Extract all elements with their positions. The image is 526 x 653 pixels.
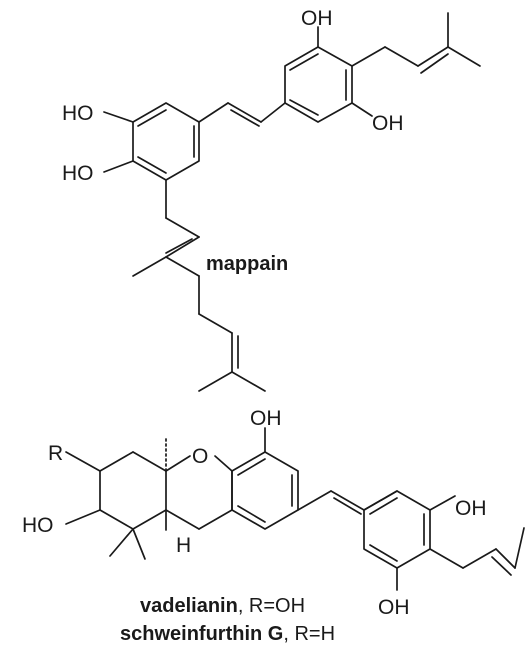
mappain-oh-right: OH [372, 112, 404, 135]
vadelianin-oh-top: OH [250, 407, 282, 430]
mappain-structure [103, 12, 481, 392]
vadelianin-label: vadelianin, R=OH [140, 595, 305, 617]
mappain-right-ring [284, 46, 353, 123]
vadelianin-ho: HO [22, 514, 54, 537]
mappain-oh-top: OH [301, 7, 333, 30]
vadelianin-r-group: R [48, 442, 63, 465]
schweinfurthin-label: schweinfurthin G, R=H [120, 623, 335, 645]
mappain-left-ring [132, 102, 200, 181]
mappain-ho-upper: HO [62, 102, 94, 125]
vadelianin-ring-oxygen: O [192, 445, 208, 468]
vadelianin-right-ring [363, 490, 431, 569]
vadelianin-structure [65, 427, 525, 591]
vadelianin-oh-bottom: OH [378, 596, 410, 619]
vadelianin-phenol-ring [231, 451, 299, 530]
vadelianin-oh-right: OH [455, 497, 487, 520]
mappain-ho-lower: HO [62, 162, 94, 185]
vadelianin-h: H [176, 534, 191, 557]
mappain-label: mappain [206, 253, 288, 275]
